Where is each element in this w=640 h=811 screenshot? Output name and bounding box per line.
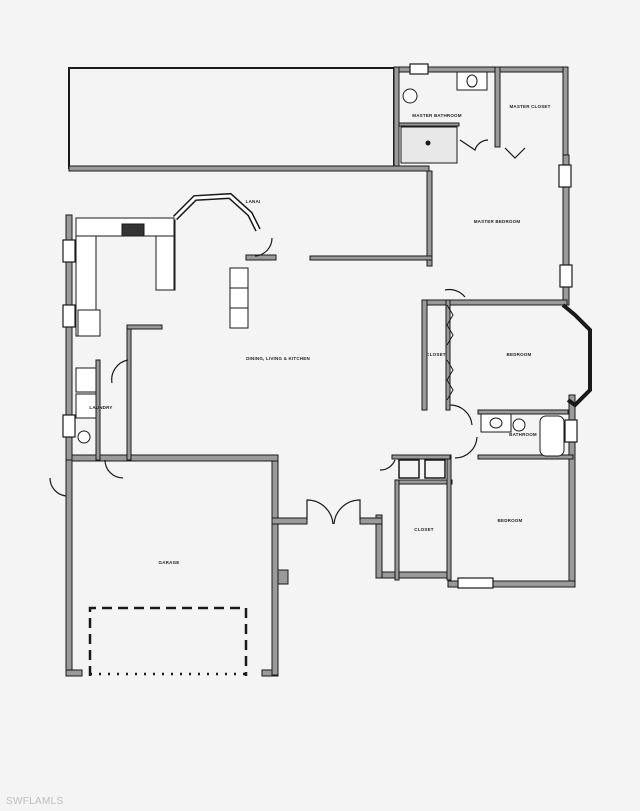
watermark: SWFLAMLS: [6, 796, 64, 807]
room-label-lanai: LANAI: [245, 199, 261, 204]
master-toilet: [402, 88, 418, 104]
room-label-bedroom: BEDROOM: [506, 352, 532, 357]
bathtub: [539, 415, 565, 457]
washer: [75, 367, 97, 393]
dryer: [75, 393, 97, 419]
bay-window: [561, 303, 592, 408]
room-label-closet: CLOSET: [426, 352, 446, 357]
room-label-laundry: LAUNDRY: [89, 405, 113, 410]
garage-door-outline: [88, 606, 248, 676]
covered-patio-outline: [68, 67, 395, 169]
room-label-bathroom: BATHROOM: [509, 432, 537, 437]
refrigerator: [77, 309, 101, 337]
room-label-bedroom-2: BEDROOM: [497, 518, 523, 523]
kitchen-island: [155, 235, 175, 291]
room-label-closet-2: CLOSET: [414, 527, 434, 532]
breakfast-bar: [229, 267, 249, 329]
laundry-sink: [77, 430, 91, 444]
room-label-master-closet: MASTER CLOSET: [509, 104, 551, 109]
room-label-master-bathroom: MASTER BATHROOM: [412, 113, 462, 118]
cooktop: [121, 223, 145, 237]
room-label-garage: GARAGE: [158, 560, 180, 565]
room-label-master-bedroom: MASTER BEDROOM: [473, 219, 521, 224]
bath-toilet: [512, 418, 526, 432]
room-label-dining-living-kitchen: DINING, LIVING & KITCHEN: [246, 356, 310, 361]
